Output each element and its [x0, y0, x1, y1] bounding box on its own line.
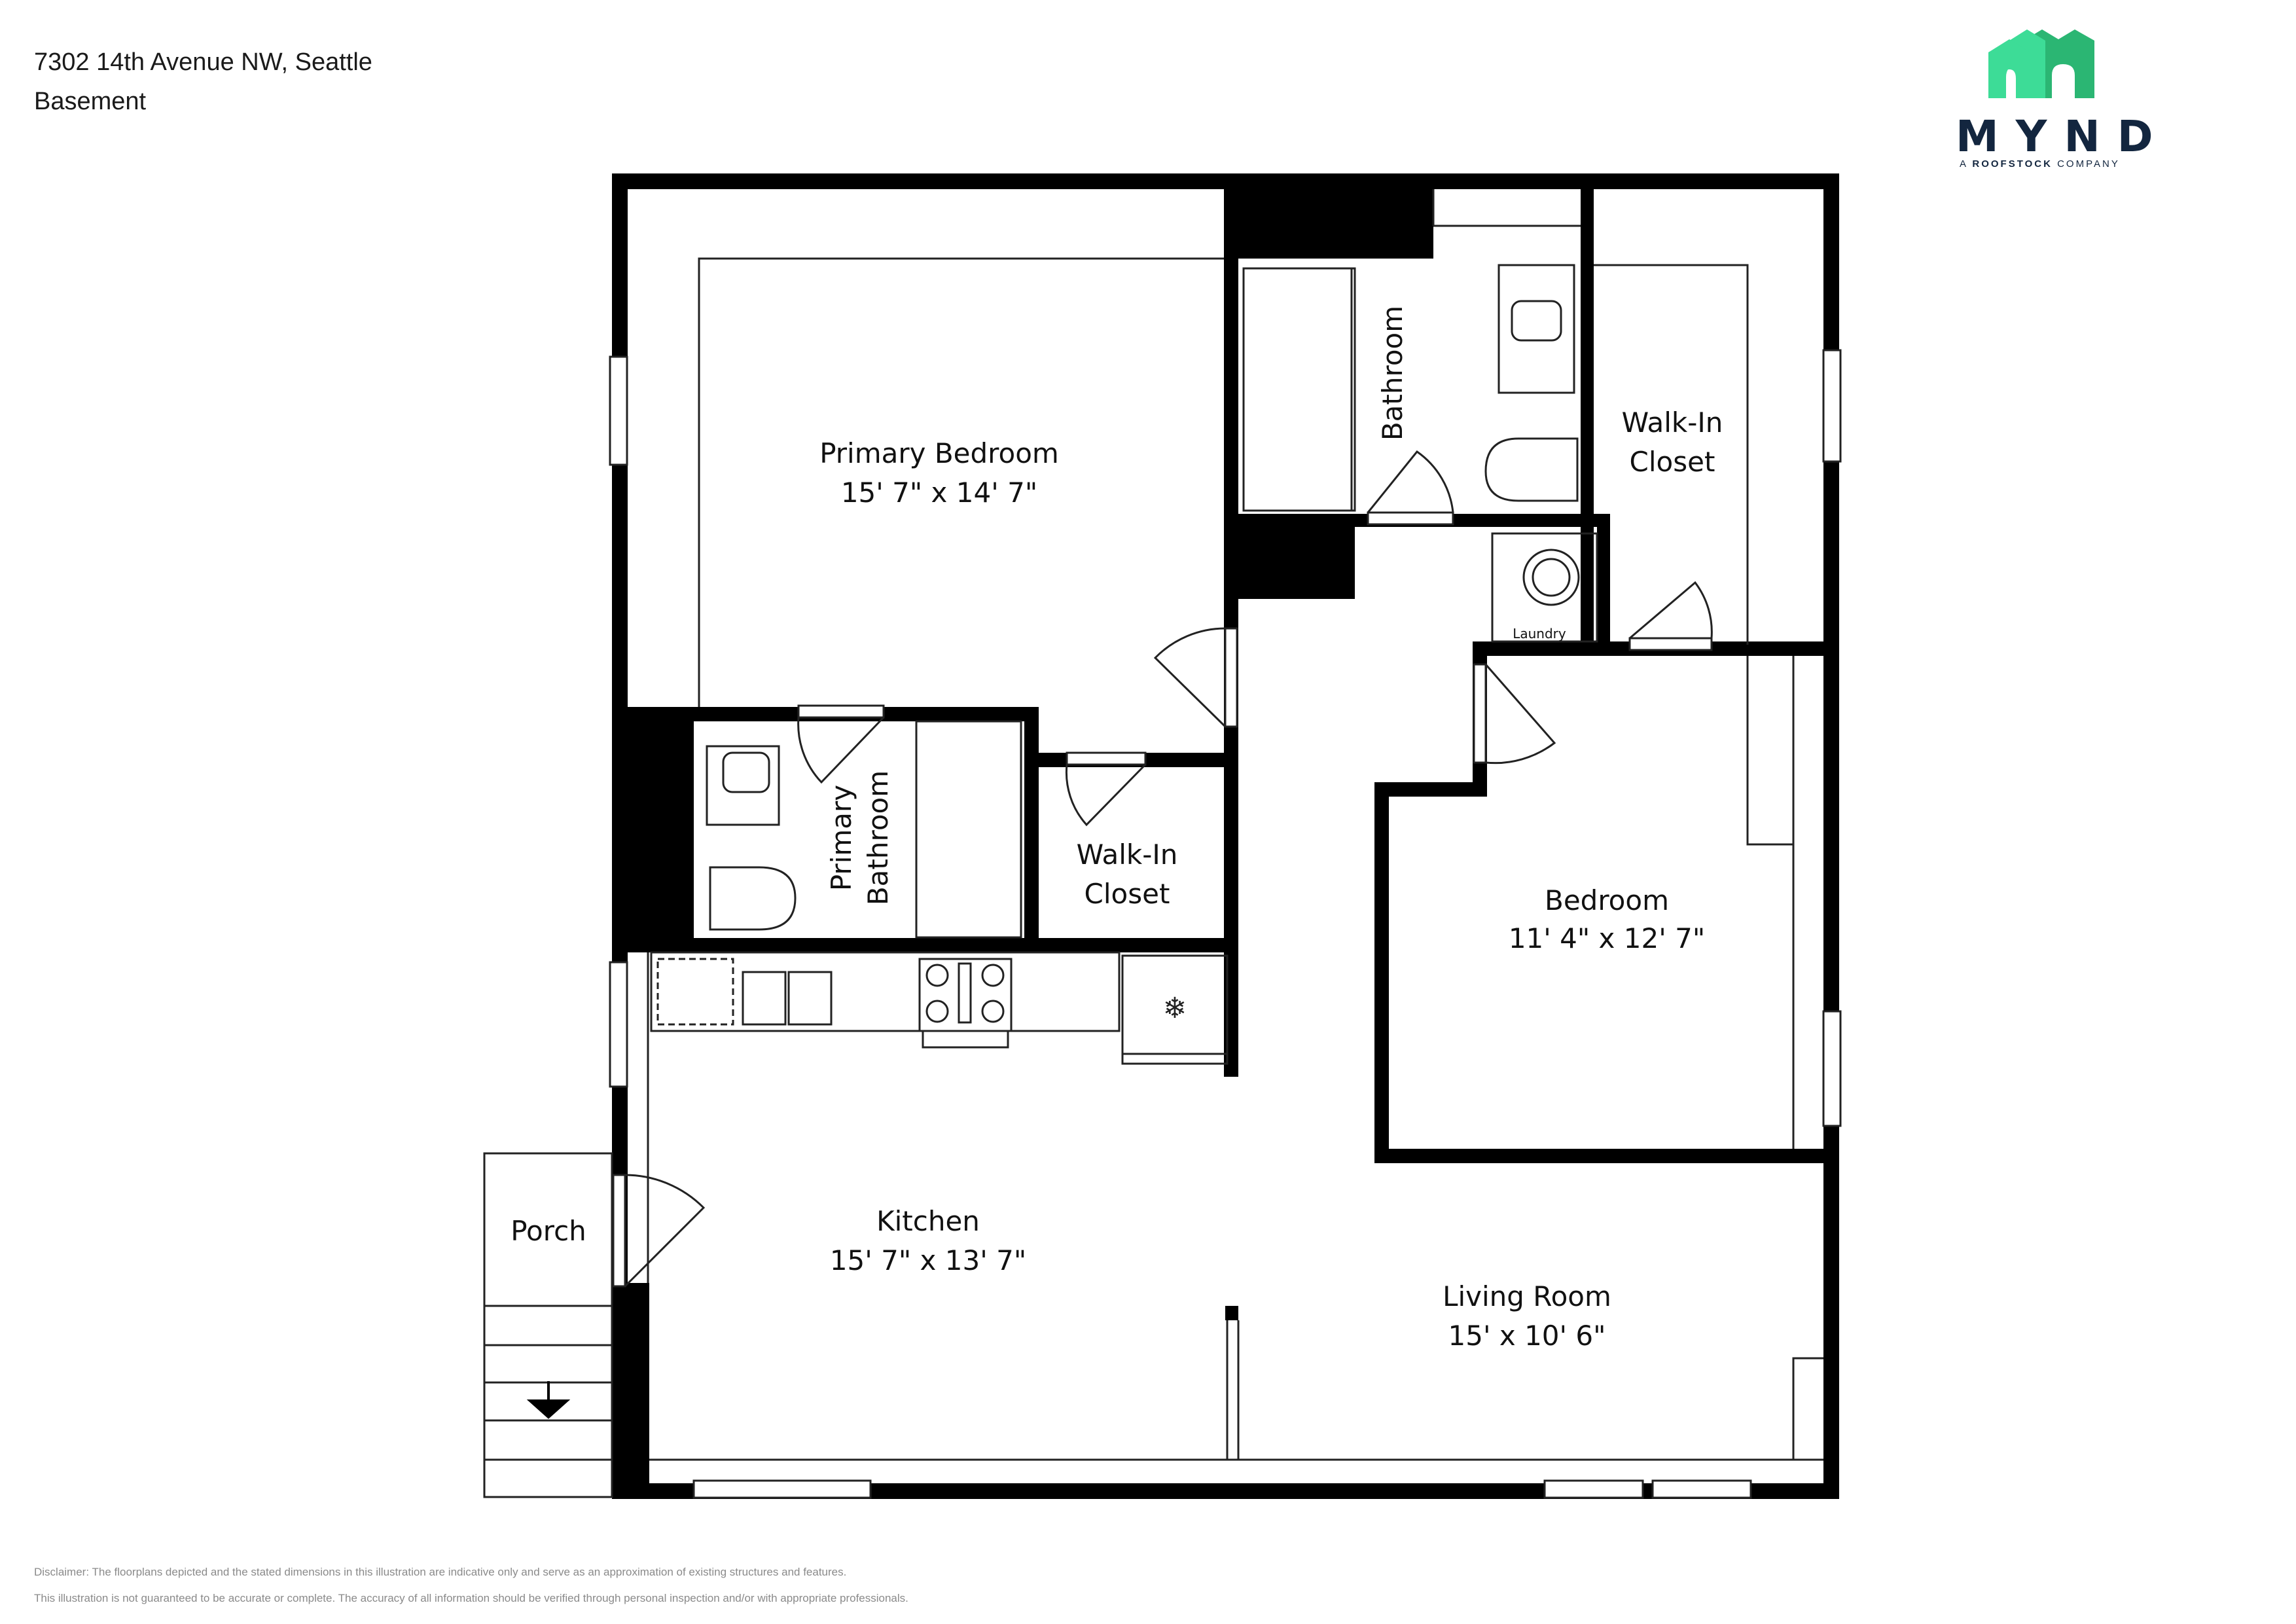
doors [612, 450, 1713, 1288]
porch-name: Porch [511, 1215, 586, 1247]
address-text: 7302 14th Avenue NW, Seattle [34, 48, 372, 76]
bedroom-dims: 11' 4" x 12' 7" [1509, 922, 1705, 954]
primary-bathroom-line1: Primary [825, 785, 857, 891]
windows [609, 349, 1842, 1499]
primary-bedroom-name: Primary Bedroom [819, 437, 1059, 469]
bathroom-name: Bathroom [1376, 306, 1408, 441]
walkin-closet-right-line1: Walk-In [1622, 406, 1723, 439]
stairs-down-arrow-icon [526, 1381, 571, 1419]
disclaimer-line-1: Disclaimer: The floorplans depicted and … [34, 1566, 847, 1578]
brand-tagline-prefix: A [1960, 158, 1973, 170]
floor-level-text: Basement [34, 88, 147, 115]
washer-icon [1522, 549, 1580, 606]
brand-tagline-company: ROOFSTOCK [1972, 158, 2053, 170]
disclaimer-line-2: This illustration is not guaranteed to b… [34, 1592, 908, 1604]
toilet-icon [709, 437, 1579, 931]
interior-walls [612, 173, 1839, 1320]
bedroom-name: Bedroom [1545, 884, 1669, 916]
sink-icon [722, 300, 1562, 793]
brand-tagline-suffix: COMPANY [2052, 158, 2120, 170]
walkin-closet-mid-line2: Closet [1085, 878, 1170, 910]
laundry-name: Laundry [1513, 626, 1566, 641]
stove-icon [925, 962, 1005, 1024]
brand-tagline: A ROOFSTOCK COMPANY [1960, 158, 2120, 170]
primary-bedroom-dims: 15' 7" x 14' 7" [841, 477, 1037, 509]
refrigerator-snowflake-icon: ❄ [1163, 992, 1187, 1025]
living-room-name: Living Room [1443, 1280, 1611, 1312]
walkin-closet-mid-line1: Walk-In [1077, 839, 1178, 871]
walkin-closet-right-line2: Closet [1630, 446, 1715, 478]
mynd-house-logo-icon [1988, 29, 2094, 98]
primary-bathroom-line2: Bathroom [862, 770, 894, 905]
kitchen-dims: 15' 7" x 13' 7" [830, 1244, 1026, 1276]
fixtures-lines [483, 189, 1823, 1498]
brand-name: MYND [1956, 111, 2170, 162]
kitchen-name: Kitchen [876, 1205, 980, 1237]
room-labels: Primary Bedroom 15' 7" x 14' 7" Bathroom… [511, 306, 1723, 1352]
living-room-dims: 15' x 10' 6" [1448, 1320, 1606, 1352]
